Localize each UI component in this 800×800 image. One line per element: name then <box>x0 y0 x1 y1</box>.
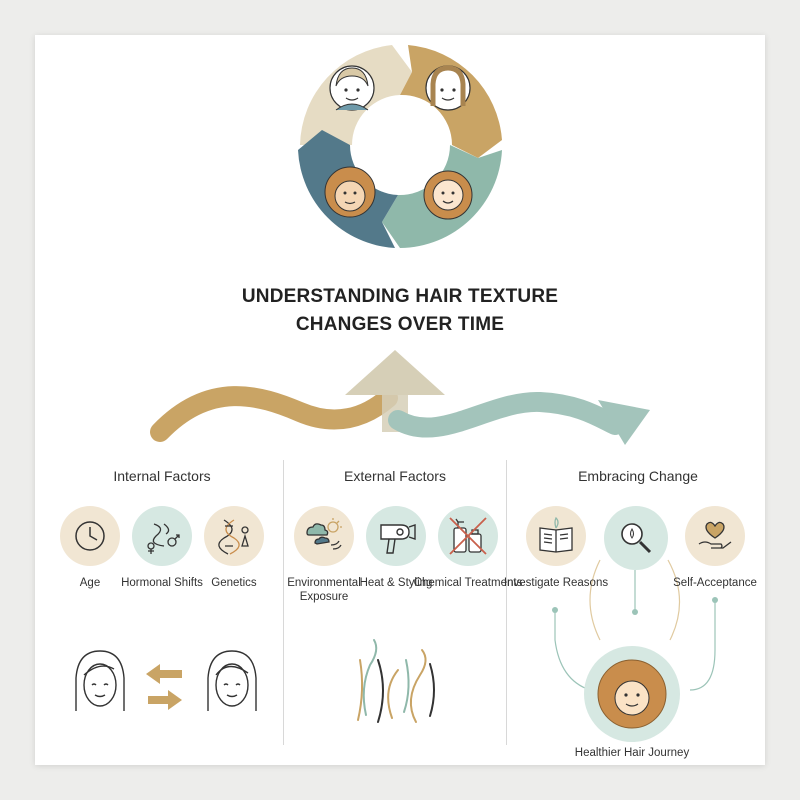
label-healthier-hair-journey: Healthier Hair Journey <box>574 747 690 759</box>
swap-arrows-icon <box>146 664 182 710</box>
face-young-straight-icon <box>329 65 375 111</box>
column-divider <box>506 460 507 745</box>
column-divider <box>283 460 284 745</box>
weather-icon <box>294 506 354 566</box>
hair-dryer-icon <box>366 506 426 566</box>
label-genetics: Genetics <box>211 577 257 589</box>
page-title-line1: UNDERSTANDING HAIR TEXTURE <box>241 286 559 307</box>
hair-strands-icon <box>357 639 435 723</box>
chemical-bottles-icon <box>438 506 498 566</box>
magnifier-icon <box>604 506 668 570</box>
heading-embracing-change: Embracing Change <box>578 468 698 484</box>
face-long-straight-icon <box>425 65 471 111</box>
heading-internal-factors: Internal Factors <box>113 468 211 484</box>
face-after-line-icon <box>207 650 257 711</box>
dna-icon <box>204 506 264 566</box>
label-age: Age <box>79 577 101 589</box>
hormones-icon <box>132 506 192 566</box>
label-investigate-reasons: Investigate Reasons <box>503 577 609 589</box>
label-hormonal-shifts: Hormonal Shifts <box>121 577 203 589</box>
heading-external-factors: External Factors <box>344 468 446 484</box>
label-heat-styling: Heat & Styling <box>359 577 433 589</box>
label-environmental-exposure: Environmental Exposure <box>287 577 361 603</box>
heart-hand-icon <box>685 506 745 566</box>
healthy-hair-face-icon <box>584 646 680 742</box>
flow-arrow-sage <box>388 391 650 445</box>
connection-lines <box>552 559 718 691</box>
label-chemical-treatments: Chemical Treatments <box>413 577 523 589</box>
page-title-line2: CHANGES OVER TIME <box>295 314 505 335</box>
face-curly-elder-icon <box>324 166 376 218</box>
face-wavy-icon <box>423 170 473 220</box>
book-icon <box>526 506 586 566</box>
clock-icon <box>60 506 120 566</box>
face-before-line-icon <box>75 650 125 711</box>
label-self-acceptance: Self-Acceptance <box>673 577 757 589</box>
flow-arrow-tan <box>150 386 398 442</box>
